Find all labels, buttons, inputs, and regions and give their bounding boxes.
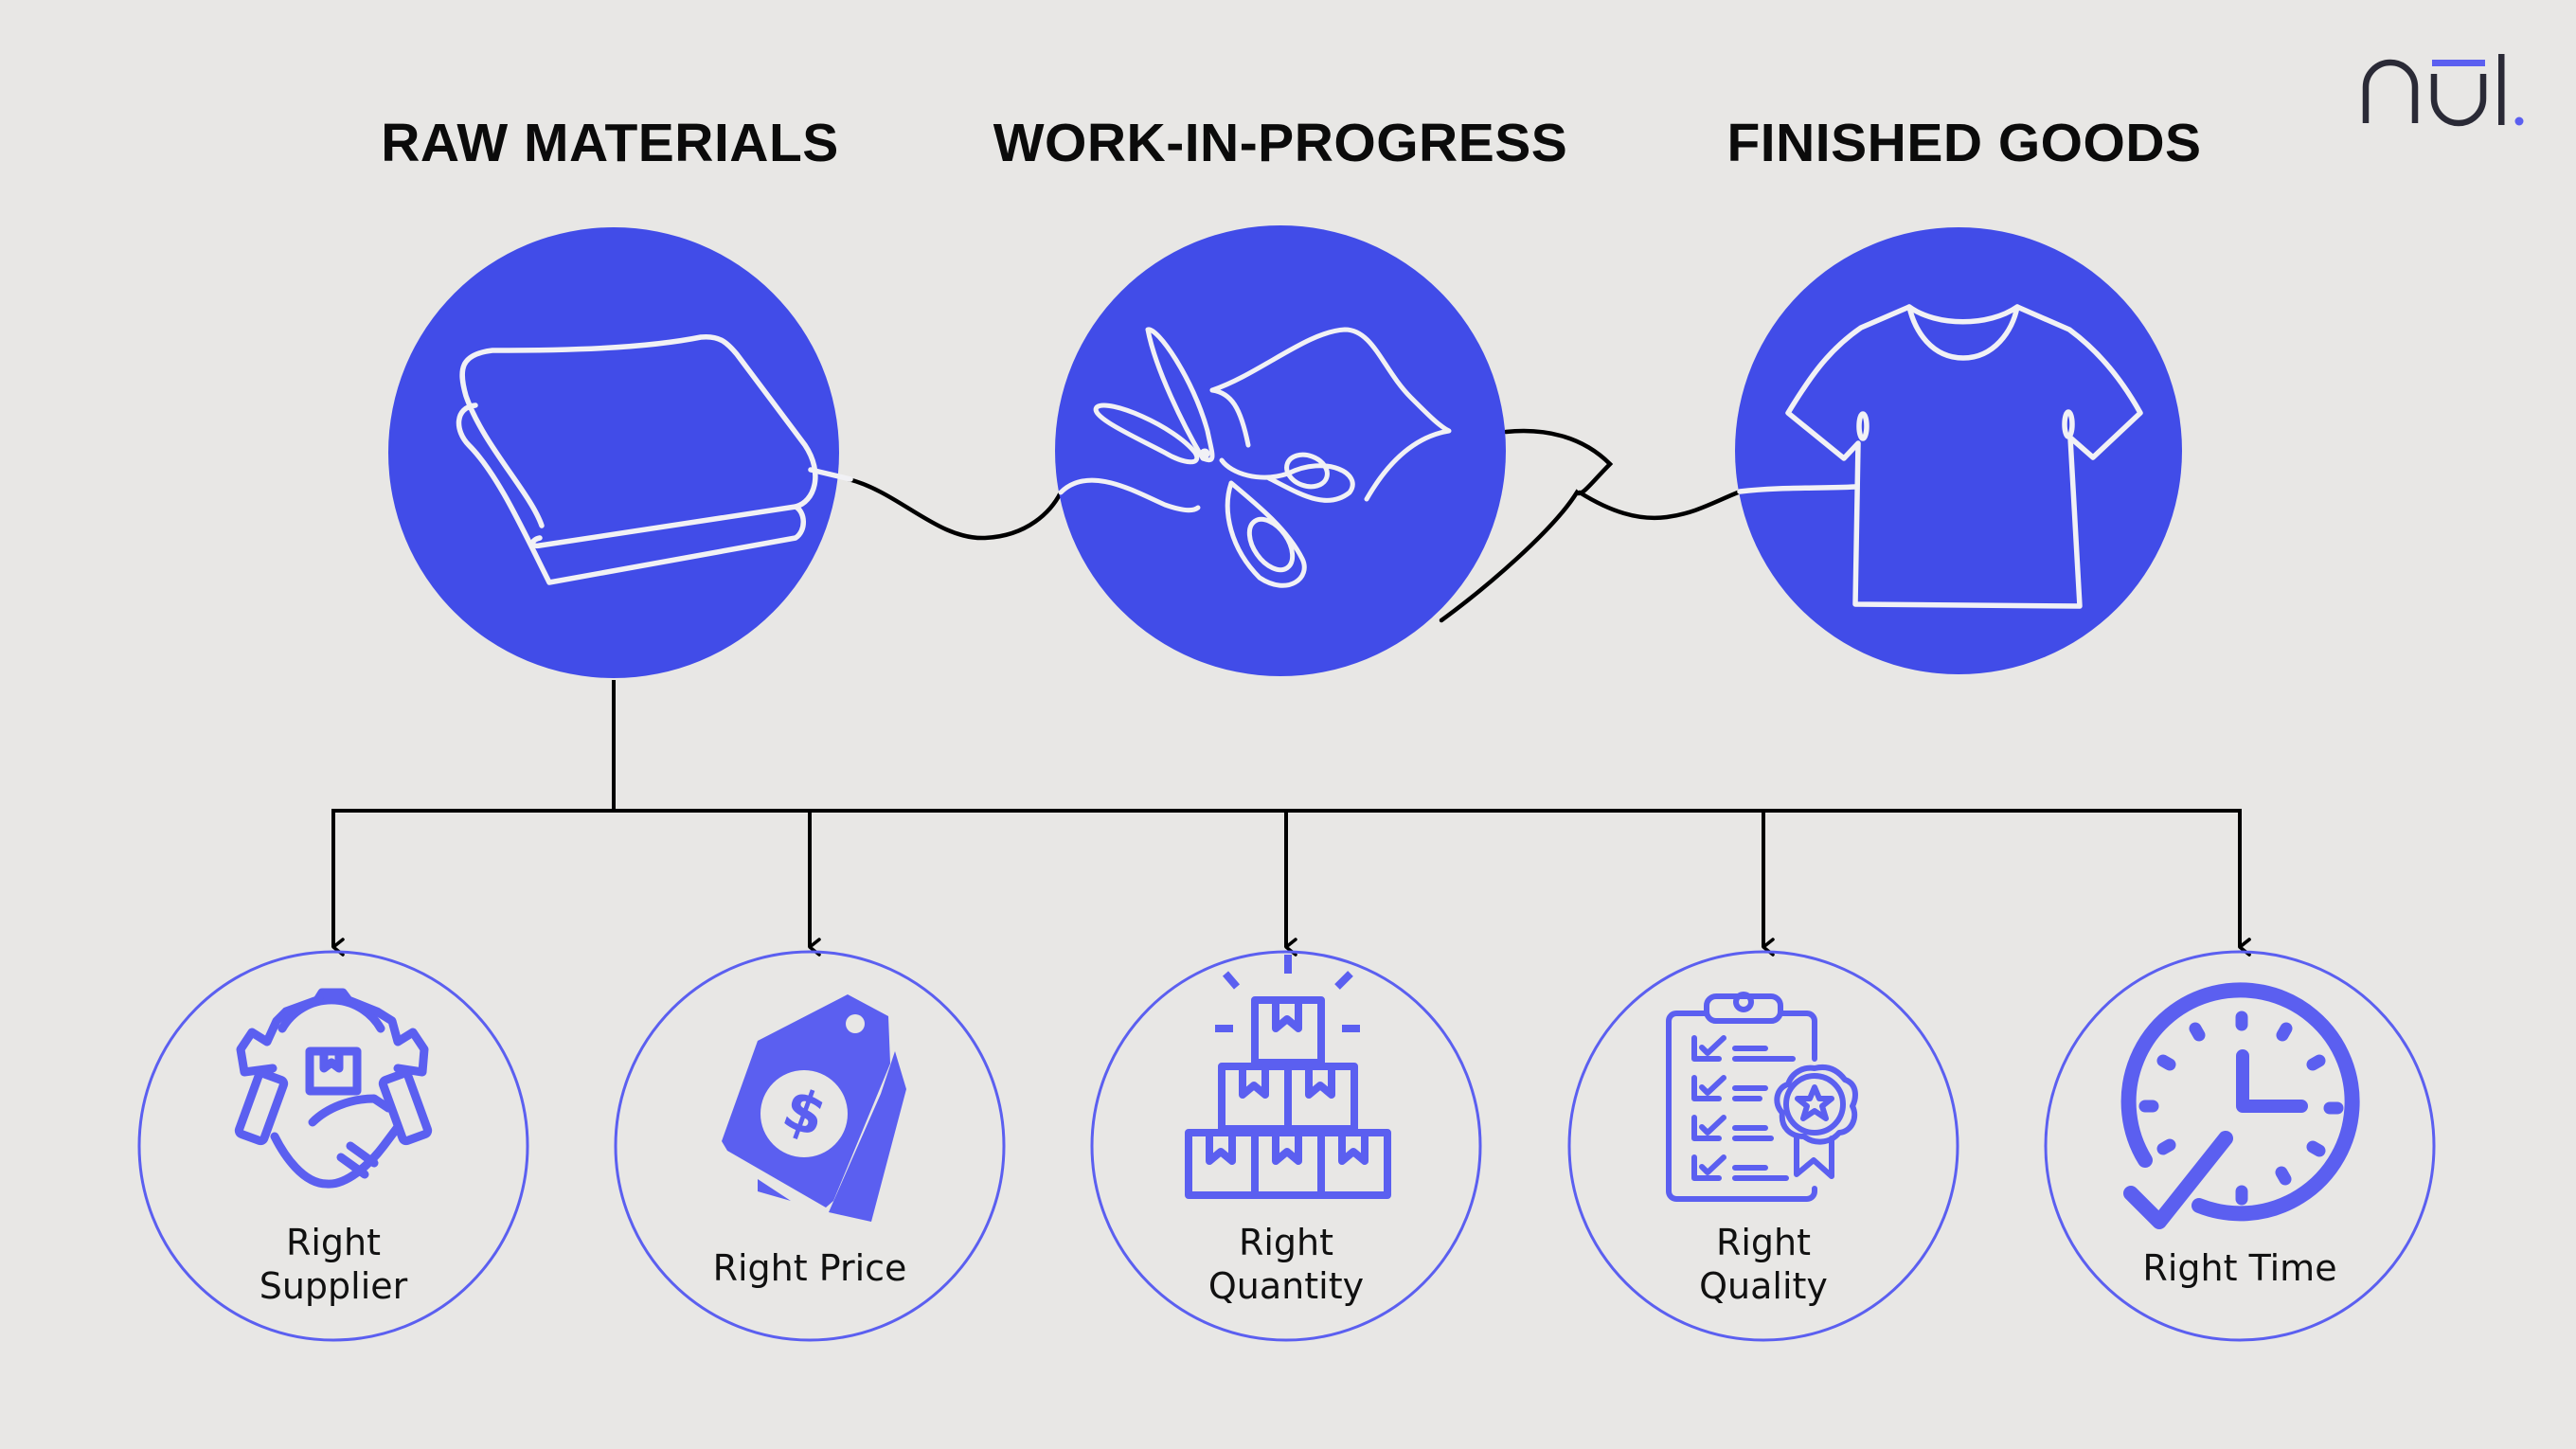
handshake-gear-icon bbox=[234, 988, 433, 1189]
criteria-label-supplier: Right Supplier bbox=[259, 1221, 408, 1308]
criteria-label-time: Right Time bbox=[2142, 1246, 2336, 1290]
criteria-label-price: Right Price bbox=[713, 1246, 907, 1290]
tree-connector bbox=[331, 680, 2251, 957]
criteria-label-quantity: Right Quantity bbox=[1208, 1221, 1364, 1308]
criteria-circle-price: $ bbox=[614, 950, 1006, 1342]
stage-circle-work-in-progress bbox=[1055, 225, 1506, 676]
criteria-circle-time bbox=[2044, 950, 2436, 1342]
nul-logo bbox=[2362, 54, 2524, 127]
clock-check-icon bbox=[2120, 982, 2360, 1229]
price-tag-icon: $ bbox=[722, 994, 906, 1222]
label-line-2: Supplier bbox=[259, 1265, 408, 1307]
stage-title-work-in-progress: WORK-IN-PROGRESS bbox=[993, 113, 1568, 173]
label-line-1: Right bbox=[1715, 1222, 1812, 1263]
label-line-2: Quality bbox=[1699, 1265, 1828, 1307]
stage-circle-raw-materials bbox=[388, 227, 853, 678]
label-line-1: Right Time bbox=[2142, 1247, 2337, 1289]
checklist-badge-icon bbox=[1666, 992, 1858, 1202]
thread-connector bbox=[846, 428, 1741, 623]
stage-circle-finished-goods bbox=[1735, 227, 2182, 674]
label-line-1: Right Price bbox=[712, 1247, 907, 1289]
criteria-circle-quality bbox=[1567, 950, 1959, 1342]
label-line-1: Right bbox=[1238, 1222, 1334, 1263]
t-shirt-icon bbox=[1737, 304, 2143, 609]
folded-fabric-icon bbox=[456, 333, 853, 585]
criteria-circle-supplier bbox=[137, 950, 529, 1342]
scissors-cutting-fabric-icon bbox=[1058, 327, 1452, 588]
label-line-1: Right bbox=[285, 1222, 382, 1263]
criteria-circle-quantity bbox=[1090, 950, 1482, 1342]
stage-title-raw-materials: RAW MATERIALS bbox=[381, 113, 839, 173]
stage-title-finished-goods: FINISHED GOODS bbox=[1726, 113, 2202, 173]
label-line-2: Quantity bbox=[1208, 1265, 1365, 1307]
stacked-boxes-icon bbox=[1185, 955, 1391, 1199]
criteria-label-quality: Right Quality bbox=[1699, 1221, 1828, 1308]
